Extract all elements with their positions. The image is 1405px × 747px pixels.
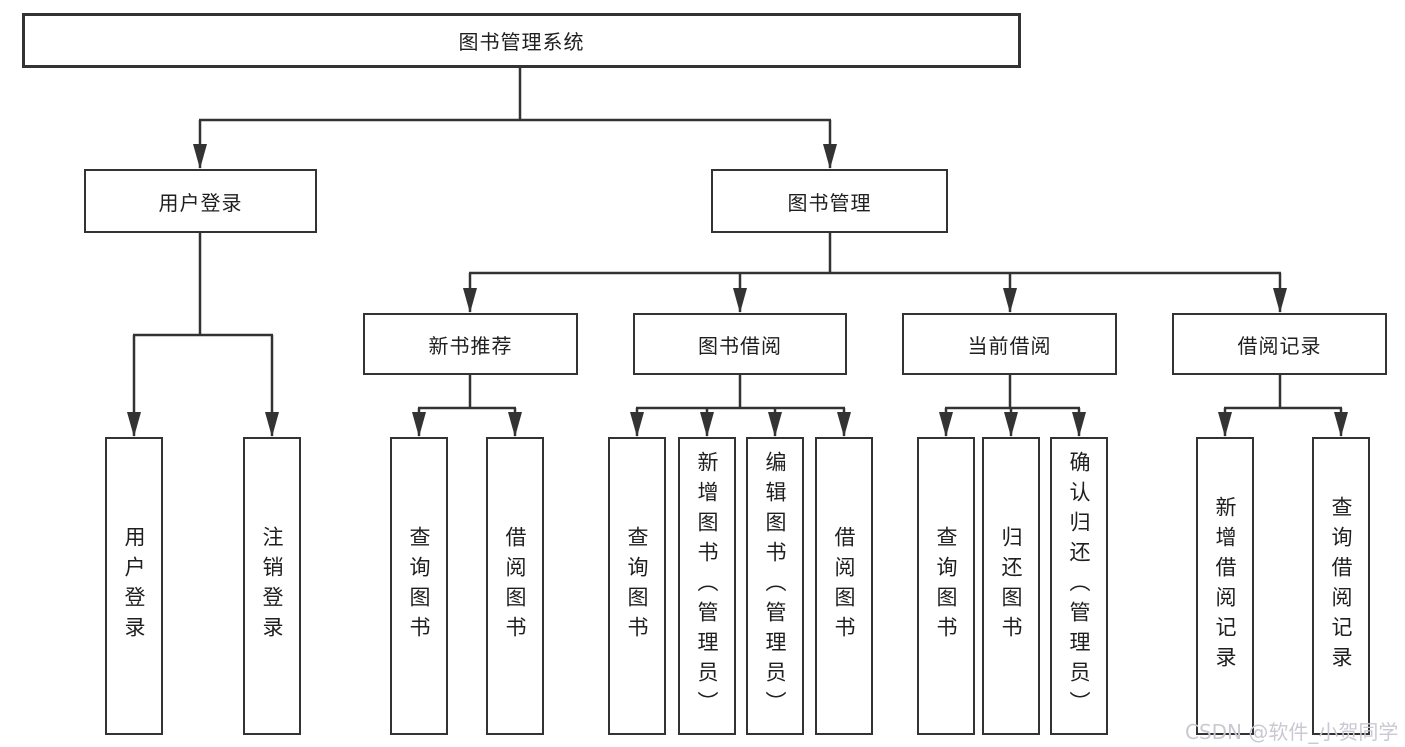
leaf-add-borrow-record: 新增借阅记录 (1196, 437, 1254, 735)
leaf-add-books-admin-label: 新增图书（管理员） (695, 451, 719, 721)
node-new-book-recommend: 新书推荐 (363, 313, 578, 375)
leaf-newbook-query-books: 查询图书 (390, 437, 448, 735)
leaf-logout-label: 注销登录 (260, 526, 284, 646)
leaf-newbook-borrow-books: 借阅图书 (486, 437, 544, 735)
leaf-confirm-return-admin-label: 确认归还（管理员） (1067, 451, 1091, 721)
leaf-query-borrow-record-label: 查询借阅记录 (1329, 496, 1353, 676)
leaf-query-borrow-record: 查询借阅记录 (1312, 437, 1370, 735)
node-current-borrowing-label: 当前借阅 (967, 333, 1052, 358)
leaf-add-borrow-record-label: 新增借阅记录 (1213, 496, 1237, 676)
leaf-borrowing-query-books: 查询图书 (608, 437, 666, 735)
node-user-login-label: 用户登录 (158, 190, 243, 215)
leaf-borrow-books: 借阅图书 (815, 437, 873, 735)
leaf-current-query-books: 查询图书 (917, 437, 975, 735)
leaf-borrow-books-label: 借阅图书 (832, 526, 856, 646)
node-user-login: 用户登录 (84, 169, 317, 233)
leaf-return-books: 归还图书 (982, 437, 1040, 735)
node-current-borrowing: 当前借阅 (902, 313, 1117, 375)
leaf-newbook-query-books-label: 查询图书 (407, 526, 431, 646)
leaf-add-books-admin: 新增图书（管理员） (678, 437, 736, 735)
leaf-borrowing-query-books-label: 查询图书 (625, 526, 649, 646)
node-book-management-label: 图书管理 (787, 190, 872, 215)
node-system: 图书管理系统 (22, 13, 1021, 68)
node-borrowing-records-label: 借阅记录 (1237, 333, 1322, 358)
leaf-confirm-return-admin: 确认归还（管理员） (1050, 437, 1108, 735)
node-borrowing-records: 借阅记录 (1172, 313, 1387, 375)
node-new-book-recommend-label: 新书推荐 (428, 333, 513, 358)
node-system-label: 图书管理系统 (458, 30, 585, 54)
leaf-edit-books-admin-label: 编辑图书（管理员） (763, 451, 787, 721)
leaf-user-login: 用户登录 (105, 437, 163, 735)
leaf-user-login-label: 用户登录 (122, 526, 146, 646)
leaf-logout: 注销登录 (243, 437, 301, 735)
node-book-borrowing: 图书借阅 (633, 313, 847, 375)
leaf-current-query-books-label: 查询图书 (934, 526, 958, 646)
csdn-watermark: CSDN @软件_小贺同学 (1185, 720, 1399, 744)
leaf-edit-books-admin: 编辑图书（管理员） (746, 437, 804, 735)
leaf-newbook-borrow-books-label: 借阅图书 (503, 526, 527, 646)
node-book-borrowing-label: 图书借阅 (698, 333, 782, 358)
node-book-management: 图书管理 (711, 169, 948, 233)
leaf-return-books-label: 归还图书 (999, 526, 1023, 646)
